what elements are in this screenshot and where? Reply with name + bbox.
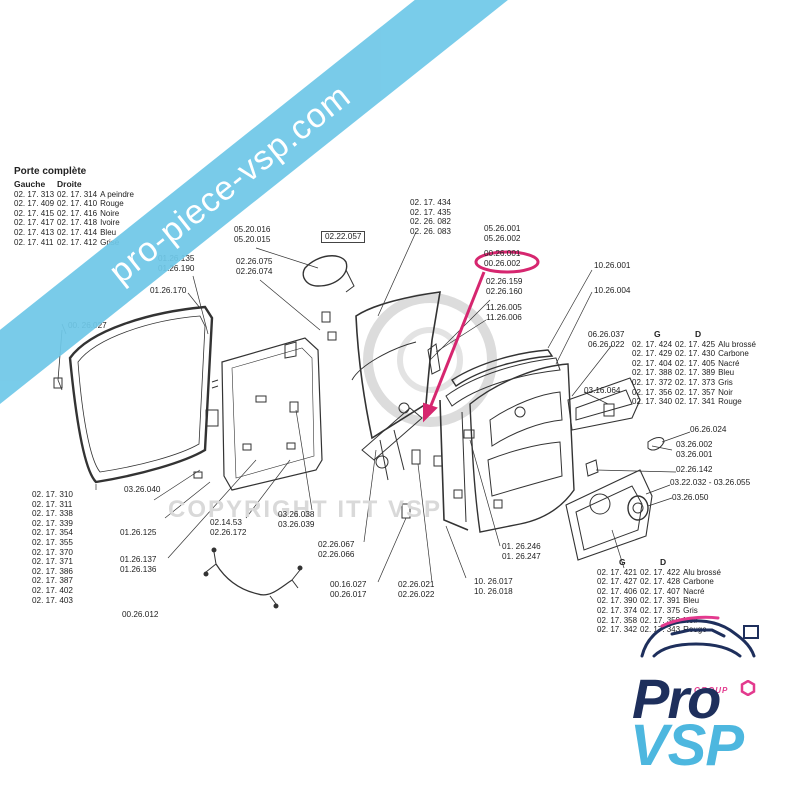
part-label: 03.26.040 [124,485,161,494]
logo-pro-text: Pro [632,667,721,730]
porte-complete-title: Porte complète [14,166,87,177]
part-label: 03.26.050 [672,493,709,502]
highlighted-part-number: 00.26.002 [484,258,521,268]
part-label: 03.16.064 [584,386,621,395]
part-label: 00.26.012 [122,610,159,619]
logo-group-text: GROUP [694,686,729,695]
part-label: 01.26.170 [150,286,187,295]
part-label: 01.26.125 [120,528,157,537]
car-logo-icon [640,615,759,658]
col-droite: Droite [57,179,82,189]
part-label: 06.26.024 [690,425,727,434]
part-label: 02.22.057 [321,231,366,244]
copyright-watermark: COPYRIGHT ITT VSP [168,496,443,523]
logo-vsp-text: VSP [630,713,744,778]
part-label: 02.26.142 [676,465,713,474]
part-label: 10.26.001 [594,261,631,270]
col-gauche: Gauche [14,179,46,189]
part-label: 03.22.032 - 03.26.055 [670,478,751,487]
part-label: 10.26.004 [594,286,631,295]
hexagon-icon [740,680,756,696]
